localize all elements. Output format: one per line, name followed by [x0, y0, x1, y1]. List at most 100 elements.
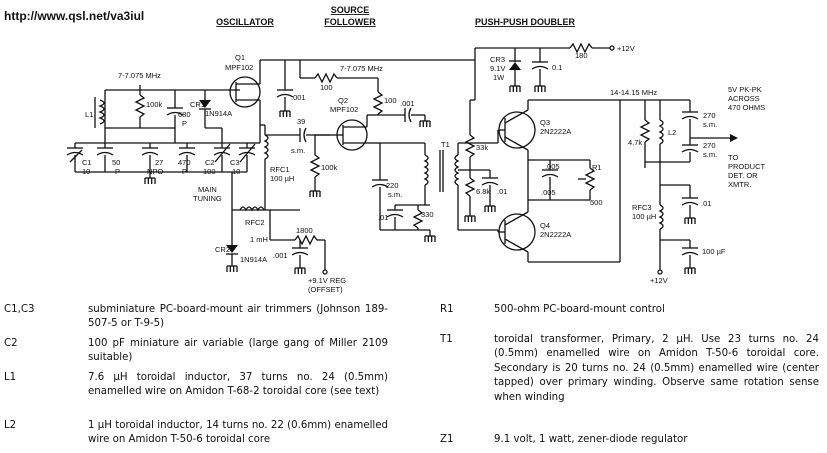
- c3-value: 10: [232, 167, 240, 176]
- rfc2-label: RFC2: [245, 218, 265, 227]
- r68k-label: 6.8k: [476, 187, 490, 196]
- cr3-watt: 1W: [493, 73, 505, 82]
- c2-value: 100: [203, 167, 216, 176]
- c01-a-label: .01: [378, 213, 388, 222]
- r47k-label: 4.7k: [628, 138, 642, 147]
- r330-label: 330: [421, 210, 434, 219]
- reg-label-line1: +9.1V REG: [308, 276, 346, 285]
- source-url: http://www.qsl.net/va3iul: [4, 9, 144, 23]
- c50-unit: P: [115, 167, 120, 176]
- c50-label: 50: [112, 158, 120, 167]
- r100k-a-label: 100k: [146, 100, 163, 109]
- q1-label: Q1: [235, 53, 245, 62]
- part-desc: 1 µH toroidal inductor, 14 turns no. 22 …: [88, 420, 388, 446]
- r100-b-label: 100: [384, 96, 397, 105]
- q1-part: MPF102: [225, 63, 253, 72]
- c001-a-label: .001: [291, 93, 306, 102]
- c470-unit: P: [182, 167, 187, 176]
- destination-line2: PRODUCT: [728, 162, 766, 171]
- c100uf-label: 100 µF: [702, 247, 726, 256]
- cr2-label: CR2: [215, 245, 230, 254]
- freq-mid: 7-7.075 MHz: [340, 64, 383, 73]
- c001-b-label: .001: [400, 99, 415, 108]
- part-desc: 7.6 µH toroidal inductor, 37 turns no. 2…: [88, 372, 388, 398]
- cr2-part: 1N914A: [240, 255, 267, 264]
- cr3-label: CR3: [490, 55, 505, 64]
- c470-label: 470: [178, 158, 191, 167]
- c270-b-label: 270: [703, 141, 716, 150]
- part-desc: subminiature PC-board-mount air trimmers…: [88, 304, 388, 330]
- r180-label: 180: [575, 51, 588, 60]
- oscillator-title: OSCILLATOR: [216, 17, 274, 27]
- cr1-label: CR1: [190, 100, 205, 109]
- c39-label: 39: [297, 117, 305, 126]
- output-spec-line1: 5V PK-PK: [728, 85, 762, 94]
- c01-top-label: 0.1: [552, 63, 562, 72]
- c1-label: C1: [82, 158, 92, 167]
- cr1-part: 1N914A: [205, 109, 232, 118]
- q4-label: Q4: [540, 221, 550, 230]
- r1800-label: 1800: [296, 226, 313, 235]
- plus12-top-label: +12V: [617, 44, 635, 53]
- main-tuning-line2: TUNING: [193, 194, 222, 203]
- part-ref: T1: [440, 334, 453, 345]
- main-tuning-line1: MAIN: [198, 185, 217, 194]
- part-desc: toroidal transformer, Primary, 2 µH. Use…: [494, 334, 819, 403]
- l1-label: L1: [85, 110, 93, 119]
- destination-line4: XMTR.: [728, 180, 751, 189]
- part-ref: C1,C3: [4, 304, 35, 315]
- q2-part: MPF102: [330, 105, 358, 114]
- follower-title-line2: FOLLOWER: [324, 17, 376, 27]
- freq-input: 7-7.075 MHz: [118, 71, 161, 80]
- c27-label: 27: [155, 158, 163, 167]
- part-ref: L1: [4, 372, 17, 383]
- rfc2-value: 1 mH: [250, 235, 268, 244]
- rfc3-value: 100 µH: [632, 212, 656, 221]
- q2-label: Q2: [338, 96, 348, 105]
- t1-label: T1: [441, 140, 450, 149]
- part-ref: L2: [4, 420, 17, 431]
- c220-sm: s.m.: [388, 190, 402, 199]
- output-spec-line3: 470 OHMS: [728, 103, 765, 112]
- freq-output: 14-14.15 MHz: [610, 88, 657, 97]
- c2-label: C2: [205, 158, 215, 167]
- c01-b-label: .01: [497, 187, 507, 196]
- c27-npo: NPO: [147, 167, 163, 176]
- part-ref: R1: [440, 304, 454, 315]
- cr3-voltage: 9.1V: [490, 64, 505, 73]
- c680-unit: P: [182, 119, 187, 128]
- reg-label-line2: (OFFSET): [308, 285, 343, 294]
- r1-value: 500: [590, 198, 603, 207]
- schematic-diagram: http://www.qsl.net/va3iul OSCILLATOR SOU…: [4, 5, 766, 294]
- rfc3-label: RFC3: [632, 203, 652, 212]
- part-desc: 100 pF miniature air variable (large gan…: [88, 338, 388, 364]
- destination-line3: DET. OR: [728, 171, 758, 180]
- c220-label: 220: [386, 181, 399, 190]
- r33k-label: 33k: [476, 143, 488, 152]
- c005-b-label: .005: [541, 188, 556, 197]
- r100-a-label: 100: [320, 83, 333, 92]
- part-desc: 9.1 volt, 1 watt, zener-diode regulator: [494, 434, 688, 445]
- q3-part: 2N2222A: [540, 127, 571, 136]
- r100k-b-label: 100k: [321, 163, 338, 172]
- c1-value: 10: [82, 167, 90, 176]
- c005-a-label: .005: [545, 162, 560, 171]
- c270-b-sm: s.m.: [703, 150, 717, 159]
- c39-sm: s.m.: [291, 146, 305, 155]
- c270-a-sm: s.m.: [703, 120, 717, 129]
- doubler-title: PUSH-PUSH DOUBLER: [475, 17, 576, 27]
- c270-a-label: 270: [703, 111, 716, 120]
- rfc1-value: 100 µH: [270, 174, 294, 183]
- q3-label: Q3: [540, 118, 550, 127]
- follower-title-line1: SOURCE: [331, 5, 370, 15]
- r1-label: R1: [592, 163, 602, 172]
- part-ref: C2: [4, 338, 18, 349]
- l2-label: L2: [668, 128, 676, 137]
- c001-c-label: .001: [273, 251, 288, 260]
- c3-label: C3: [230, 158, 240, 167]
- parts-list: C1,C3 subminiature PC-board-mount air tr…: [4, 303, 824, 451]
- q4-part: 2N2222A: [540, 230, 571, 239]
- destination-line1: TO: [728, 153, 738, 162]
- c01-c-label: .01: [701, 199, 711, 208]
- part-ref: Z1: [440, 434, 454, 445]
